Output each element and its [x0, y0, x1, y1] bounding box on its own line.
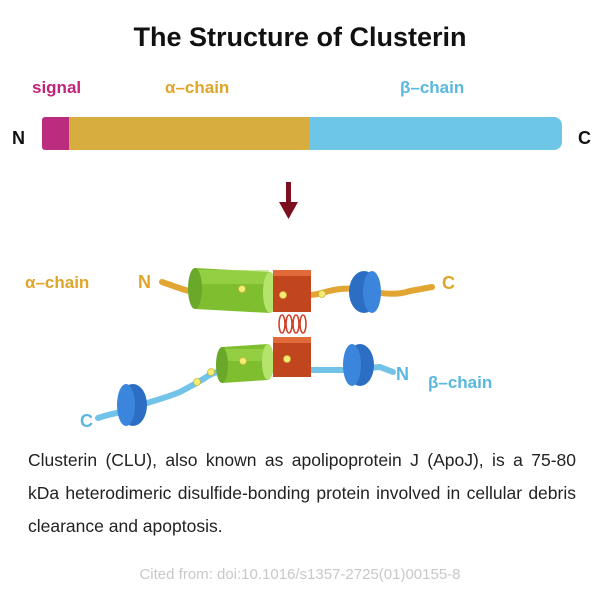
alpha-helix-cylinder — [188, 268, 277, 313]
heterodimer-diagram: α–chain N C N β–chain C — [25, 182, 492, 431]
alpha-c-terminus: C — [442, 273, 455, 293]
beta-segment — [309, 117, 562, 150]
beta-c-terminus: C — [80, 411, 93, 431]
description-text: Clusterin (CLU), also known as apolipopr… — [28, 450, 576, 536]
c-terminus-label: C — [578, 128, 591, 148]
signal-segment — [42, 117, 69, 150]
alpha-chain-label: α–chain — [165, 78, 230, 97]
beta-globular-domain-right — [343, 344, 374, 386]
diagram-alpha-label: α–chain — [25, 273, 89, 292]
signal-label: signal — [32, 78, 82, 97]
alpha-segment — [69, 117, 309, 150]
beta-coiled-domain — [273, 337, 311, 377]
beta-n-terminus: N — [396, 364, 409, 384]
disulfide-bonds — [278, 314, 307, 334]
alpha-n-terminus: N — [138, 272, 151, 292]
page-title: The Structure of Clusterin — [133, 22, 467, 52]
beta-chain-label: β–chain — [400, 78, 465, 97]
citation-text: Cited from: doi:10.1016/s1357-2725(01)00… — [139, 566, 461, 583]
beta-globular-domain-left — [117, 384, 147, 426]
diagram-beta-label: β–chain — [428, 373, 492, 392]
n-terminus-label: N — [12, 128, 25, 148]
glycosylation-sites — [193, 285, 326, 386]
down-arrow-icon — [279, 182, 298, 219]
alpha-coiled-domain — [273, 270, 311, 312]
alpha-globular-domain — [349, 271, 381, 313]
